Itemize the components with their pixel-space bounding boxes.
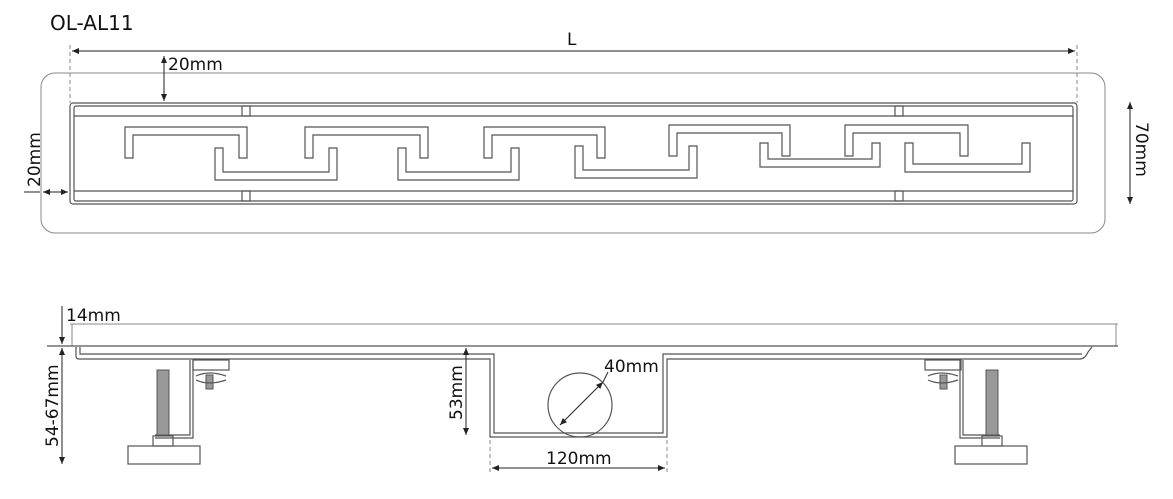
width-label: 70mm bbox=[1131, 122, 1151, 177]
threaded-rod bbox=[985, 369, 999, 436]
top-view: L 20mm 20mm 70mm bbox=[24, 30, 1151, 234]
right-adjustable-foot bbox=[924, 359, 1028, 465]
pattern-slot bbox=[668, 124, 791, 157]
pattern-slot bbox=[304, 126, 429, 159]
threaded-rod bbox=[156, 369, 170, 436]
pattern-slot bbox=[124, 126, 248, 159]
pattern-slot bbox=[844, 124, 969, 157]
pattern-slot bbox=[904, 142, 1031, 173]
adjust-height-label: 54-67mm bbox=[43, 364, 63, 447]
outlet-width-label: 120mm bbox=[546, 449, 612, 469]
pattern-slot bbox=[397, 147, 520, 181]
greek-key-pattern bbox=[124, 124, 1031, 181]
frame-outline bbox=[69, 102, 1078, 205]
pattern-slot bbox=[483, 126, 606, 159]
flange-outline bbox=[40, 72, 1106, 234]
top-margin-label: 20mm bbox=[168, 55, 223, 75]
pattern-slot bbox=[759, 142, 881, 168]
grate-clips bbox=[241, 105, 904, 202]
grate-height-label: 14mm bbox=[66, 306, 121, 326]
outlet-diameter-label: 40mm bbox=[604, 357, 659, 377]
side-view: 40mm 14mm 54-67mm 53mm 120mm bbox=[43, 306, 1118, 472]
left-adjustable-foot bbox=[127, 359, 230, 465]
outlet-circle bbox=[547, 372, 613, 438]
pattern-slot bbox=[574, 145, 698, 179]
channel-depth-label: 53mm bbox=[447, 365, 467, 420]
side-margin-label: 20mm bbox=[25, 132, 45, 187]
pattern-slot bbox=[214, 147, 338, 181]
model-title: OL-AL11 bbox=[50, 11, 134, 35]
length-label: L bbox=[567, 30, 577, 50]
